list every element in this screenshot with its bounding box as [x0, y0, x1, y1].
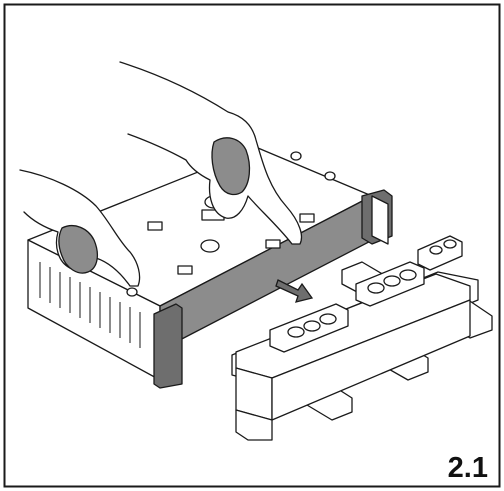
connector-hole [303, 320, 321, 332]
terminal-slot [147, 221, 163, 231]
right-thumb-shadow [211, 137, 251, 196]
terminal-slot [299, 213, 315, 223]
terminal-slot [177, 265, 193, 275]
vent-slots [39, 262, 141, 348]
rail-assembly [231, 235, 493, 441]
step-number-label: 2.1 [448, 452, 488, 484]
connector-hole [399, 269, 417, 281]
bezel-end-cap-left [153, 303, 183, 389]
connector-hole [429, 245, 443, 255]
pull-direction-arrow [275, 279, 314, 303]
mount-hole [290, 151, 302, 161]
terminal-housing-front-2 [271, 299, 471, 421]
connector-hole [319, 313, 337, 325]
connector-hole [443, 239, 457, 249]
connector-hole [383, 275, 401, 287]
mount-hole [126, 287, 138, 297]
left-thumb-shadow [58, 225, 99, 274]
lower-block [235, 409, 273, 441]
device-right-face [371, 195, 389, 245]
left-hand [19, 169, 141, 287]
terminal-slot [265, 239, 281, 249]
mount-hole [324, 171, 336, 181]
screw-hole [200, 239, 220, 253]
connector-hole [367, 282, 385, 294]
figure-border [3, 3, 501, 488]
right-hand [119, 61, 303, 245]
connector-hole [287, 326, 305, 338]
